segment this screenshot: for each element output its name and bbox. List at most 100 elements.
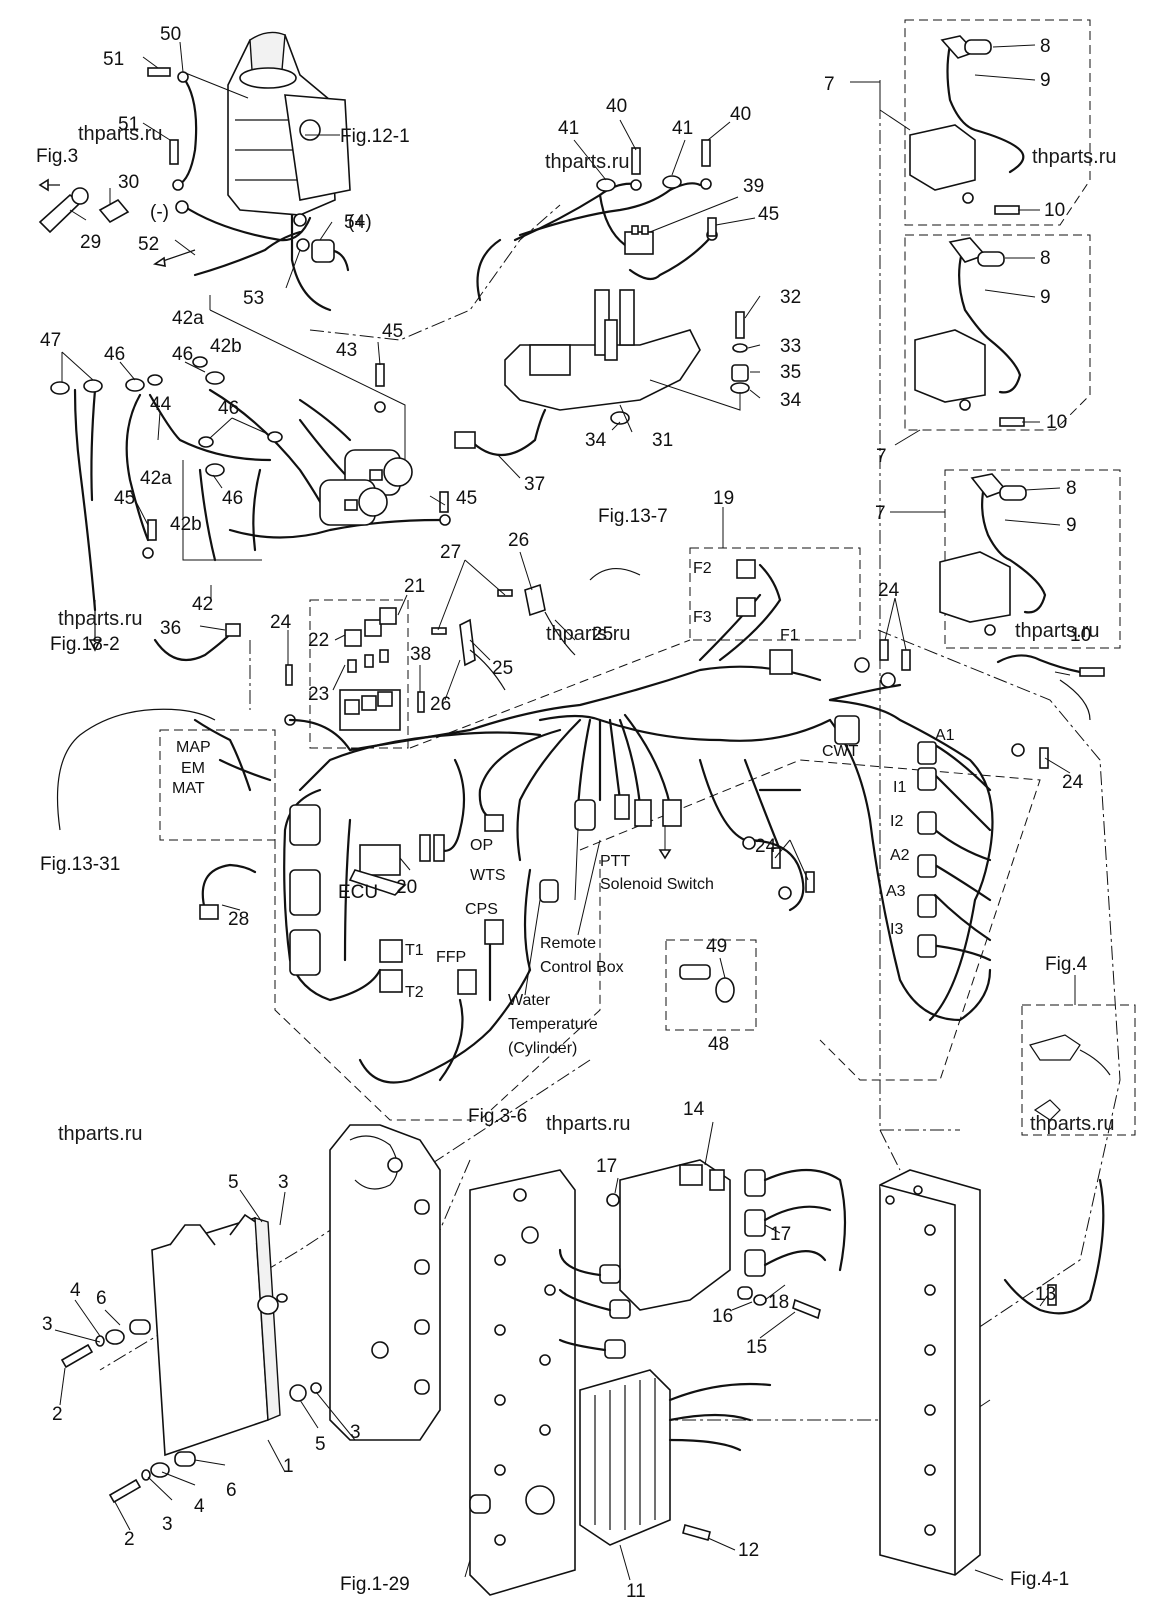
callout[interactable]: 3 bbox=[42, 1314, 53, 1335]
callout[interactable]: 44 bbox=[150, 394, 172, 415]
callout[interactable]: 24 bbox=[270, 612, 292, 633]
callout[interactable]: 14 bbox=[683, 1099, 705, 1120]
callout[interactable]: 8 bbox=[1040, 36, 1051, 57]
callout[interactable]: 34 bbox=[780, 390, 802, 411]
callout[interactable]: 7 bbox=[875, 503, 886, 524]
callout[interactable]: 51 bbox=[118, 114, 139, 135]
callout[interactable]: 20 bbox=[396, 877, 417, 898]
callout[interactable]: 3 bbox=[162, 1514, 173, 1535]
callout[interactable]: 22 bbox=[308, 630, 329, 651]
callout[interactable]: 7 bbox=[824, 74, 835, 95]
callout[interactable]: 10 bbox=[1070, 625, 1091, 646]
callout[interactable]: 4 bbox=[194, 1496, 205, 1517]
callout[interactable]: 52 bbox=[138, 234, 159, 255]
callout[interactable]: 3 bbox=[350, 1422, 361, 1443]
callout[interactable]: 6 bbox=[226, 1480, 237, 1501]
callout[interactable]: 2 bbox=[52, 1404, 63, 1425]
callout[interactable]: 23 bbox=[308, 684, 329, 705]
callout[interactable]: 17 bbox=[596, 1156, 617, 1177]
ref-fig-3[interactable]: Fig.3 bbox=[36, 146, 78, 167]
callout[interactable]: 36 bbox=[160, 618, 181, 639]
ref-fig-3-6[interactable]: Fig.3-6 bbox=[468, 1106, 527, 1127]
callout[interactable]: 19 bbox=[713, 488, 734, 509]
callout[interactable]: 53 bbox=[243, 288, 264, 309]
callout[interactable]: 27 bbox=[440, 542, 461, 563]
callout[interactable]: 38 bbox=[410, 644, 431, 665]
callout[interactable]: 33 bbox=[780, 336, 801, 357]
callout[interactable]: 42b bbox=[170, 514, 202, 535]
callout[interactable]: 7 bbox=[876, 446, 887, 467]
callout[interactable]: 9 bbox=[1066, 515, 1077, 536]
callout[interactable]: 15 bbox=[746, 1337, 767, 1358]
callout[interactable]: 35 bbox=[780, 362, 801, 383]
callout[interactable]: 29 bbox=[80, 232, 101, 253]
callout[interactable]: 40 bbox=[606, 96, 627, 117]
callout[interactable]: 54 bbox=[344, 212, 366, 233]
callout[interactable]: 12 bbox=[738, 1540, 759, 1561]
callout[interactable]: 13 bbox=[1035, 1284, 1056, 1305]
callout[interactable]: 25 bbox=[592, 624, 613, 645]
callout[interactable]: 2 bbox=[124, 1529, 135, 1550]
callout[interactable]: 25 bbox=[492, 658, 513, 679]
callout[interactable]: 10 bbox=[1044, 200, 1065, 221]
ref-fig-13-31[interactable]: Fig.13-31 bbox=[40, 854, 120, 875]
callout[interactable]: 43 bbox=[336, 340, 357, 361]
callout[interactable]: 10 bbox=[1046, 412, 1067, 433]
callout[interactable]: 51 bbox=[103, 49, 124, 70]
callout[interactable]: 40 bbox=[730, 104, 751, 125]
callout[interactable]: 31 bbox=[652, 430, 673, 451]
callout[interactable]: 8 bbox=[1040, 248, 1051, 269]
callout[interactable]: 46 bbox=[218, 398, 239, 419]
callout[interactable]: 41 bbox=[672, 118, 693, 139]
callout[interactable]: 42 bbox=[192, 594, 213, 615]
callout[interactable]: 45 bbox=[114, 488, 135, 509]
callout[interactable]: 49 bbox=[706, 936, 727, 957]
callout[interactable]: 9 bbox=[1040, 287, 1051, 308]
callout[interactable]: 5 bbox=[228, 1172, 239, 1193]
callout[interactable]: 47 bbox=[40, 330, 61, 351]
callout[interactable]: 50 bbox=[160, 24, 181, 45]
callout[interactable]: 16 bbox=[712, 1306, 733, 1327]
callout[interactable]: 24 bbox=[755, 836, 777, 857]
callout[interactable]: 42a bbox=[172, 308, 204, 329]
callout[interactable]: 18 bbox=[768, 1292, 789, 1313]
callout[interactable]: 3 bbox=[278, 1172, 289, 1193]
callout[interactable]: 32 bbox=[780, 287, 801, 308]
callout[interactable]: 45 bbox=[382, 321, 403, 342]
ref-fig-18-2[interactable]: Fig.18-2 bbox=[50, 634, 120, 655]
relay-harness-left bbox=[50, 356, 451, 612]
callout[interactable]: 42a bbox=[140, 468, 172, 489]
callout[interactable]: 26 bbox=[430, 694, 451, 715]
callout[interactable]: 1 bbox=[283, 1456, 294, 1477]
callout[interactable]: 46 bbox=[222, 488, 243, 509]
callout[interactable]: 24 bbox=[1062, 772, 1084, 793]
callout[interactable]: 39 bbox=[743, 176, 764, 197]
ref-fig-4[interactable]: Fig.4 bbox=[1045, 954, 1088, 975]
ref-fig-12-1[interactable]: Fig.12-1 bbox=[340, 126, 410, 147]
ref-fig-13-7[interactable]: Fig.13-7 bbox=[598, 506, 668, 527]
callout[interactable]: 46 bbox=[104, 344, 125, 365]
callout[interactable]: 28 bbox=[228, 909, 249, 930]
callout[interactable]: 48 bbox=[708, 1034, 729, 1055]
callout[interactable]: 4 bbox=[70, 1280, 81, 1301]
ref-fig-4-1[interactable]: Fig.4-1 bbox=[1010, 1569, 1069, 1590]
callout[interactable]: 11 bbox=[626, 1581, 646, 1602]
callout[interactable]: 24 bbox=[878, 580, 900, 601]
callout[interactable]: 30 bbox=[118, 172, 139, 193]
callout[interactable]: 37 bbox=[524, 474, 545, 495]
callout[interactable]: 5 bbox=[315, 1434, 326, 1455]
callout[interactable]: 21 bbox=[404, 576, 425, 597]
callout[interactable]: 46 bbox=[172, 344, 193, 365]
assembly-outlines bbox=[159, 19, 1136, 1136]
callout[interactable]: 8 bbox=[1066, 478, 1077, 499]
callout[interactable]: 42b bbox=[210, 336, 242, 357]
callout[interactable]: 26 bbox=[508, 530, 529, 551]
ref-fig-1-29[interactable]: Fig.1-29 bbox=[340, 1574, 410, 1595]
callout[interactable]: 34 bbox=[585, 430, 607, 451]
callout[interactable]: 41 bbox=[558, 118, 579, 139]
callout[interactable]: 45 bbox=[758, 204, 779, 225]
callout[interactable]: 17 bbox=[770, 1224, 791, 1245]
callout[interactable]: 9 bbox=[1040, 70, 1051, 91]
callout[interactable]: 45 bbox=[456, 488, 477, 509]
callout[interactable]: 6 bbox=[96, 1288, 107, 1309]
